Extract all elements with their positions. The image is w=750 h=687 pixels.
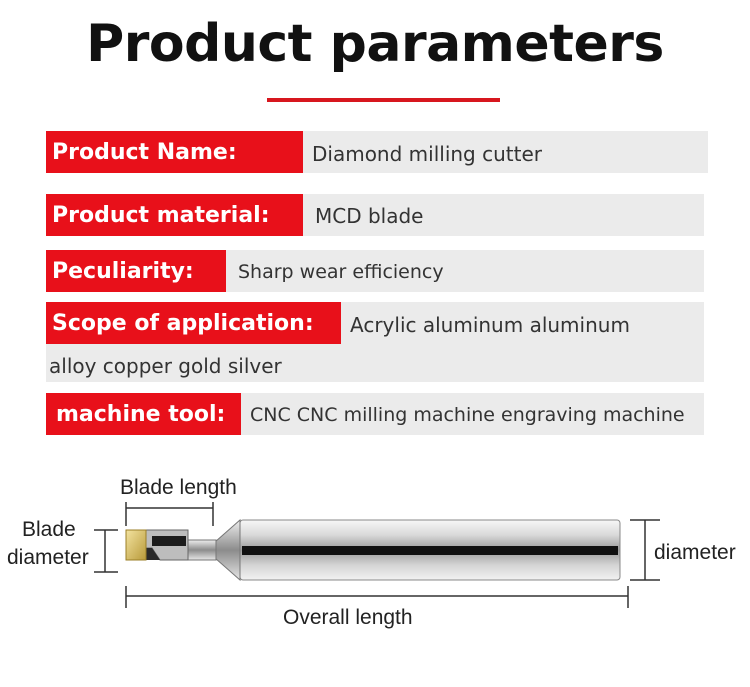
cutter-shank-stripe bbox=[242, 546, 618, 555]
param-value-scope: Acrylic aluminum aluminum bbox=[350, 313, 630, 337]
cutter-head-dark bbox=[145, 548, 160, 560]
param-label-product-name: Product Name: bbox=[46, 131, 303, 173]
param-value-peculiarity: Sharp wear efficiency bbox=[238, 261, 444, 283]
overall-length-label: Overall length bbox=[283, 606, 413, 629]
blade-insert-icon bbox=[125, 529, 147, 561]
cutter-head-slot bbox=[152, 536, 186, 546]
param-value-scope-cont: alloy copper gold silver bbox=[49, 354, 282, 378]
param-label-peculiarity: Peculiarity: bbox=[46, 250, 226, 292]
blade-length-label: Blade length bbox=[120, 476, 237, 499]
param-value-machine-tool: CNC CNC milling machine engraving machin… bbox=[250, 404, 685, 426]
param-label-machine-tool: machine tool: bbox=[46, 393, 241, 435]
param-value-product-material: MCD blade bbox=[315, 204, 424, 228]
cutter-diagram bbox=[94, 502, 660, 608]
param-label-scope: Scope of application: bbox=[46, 302, 341, 344]
blade-diameter-label-line1: Blade bbox=[22, 518, 76, 541]
diameter-label: diameter bbox=[654, 541, 736, 564]
param-label-product-material: Product material: bbox=[46, 194, 303, 236]
blade-diameter-label-line2: diameter bbox=[7, 546, 89, 569]
title-underline bbox=[267, 98, 500, 102]
cutter-taper bbox=[214, 518, 241, 582]
param-value-product-name: Diamond milling cutter bbox=[312, 142, 542, 166]
page-title: Product parameters bbox=[86, 14, 664, 74]
